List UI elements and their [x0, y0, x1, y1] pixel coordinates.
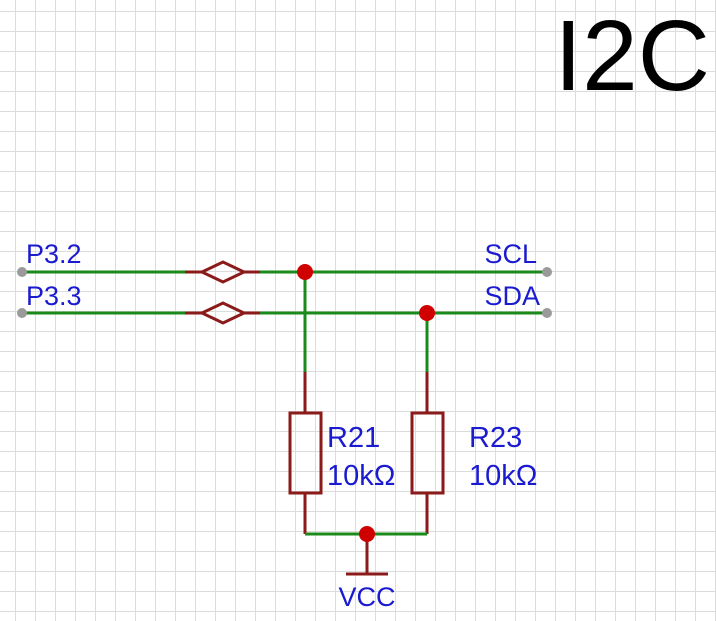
- net-label-vcc: VCC: [338, 582, 395, 612]
- junction-dot-vcc: [359, 526, 375, 542]
- pin-end-sda: [542, 308, 552, 318]
- pin-end-p33: [17, 308, 27, 318]
- resistor-r23: [410, 372, 445, 534]
- net-label-p32: P3.2: [26, 239, 82, 269]
- resistor-r21-value: 10kΩ: [327, 460, 395, 492]
- resistor-r23-ref: R23: [469, 422, 522, 454]
- resistor-r21-ref: R21: [327, 422, 380, 454]
- resistor-r21: [288, 372, 323, 534]
- net-label-p33: P3.3: [26, 281, 82, 311]
- port-symbol-sda: [185, 301, 260, 325]
- pin-end-scl: [542, 267, 552, 277]
- pin-end-p32: [17, 267, 27, 277]
- resistor-r23-value: 10kΩ: [469, 460, 537, 492]
- schematic-title: I2C: [554, 0, 710, 112]
- junction-dot-sda: [419, 305, 435, 321]
- port-symbol-scl: [185, 260, 260, 284]
- net-label-sda: SDA: [484, 281, 540, 311]
- net-label-scl: SCL: [484, 239, 537, 269]
- junction-dot-scl: [297, 264, 313, 280]
